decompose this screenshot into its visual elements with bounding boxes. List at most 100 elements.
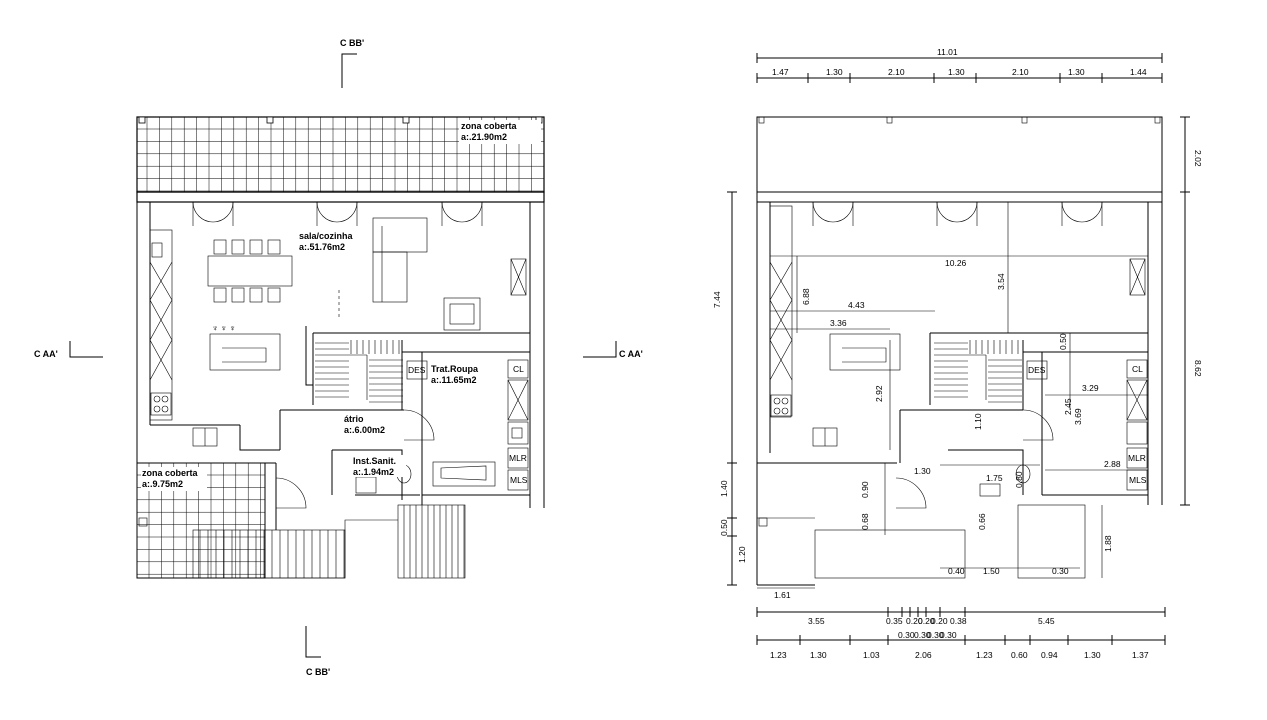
top-covered-zone: zona coberta a:.21.90m2 [136, 116, 545, 193]
dim-top-5: 1.30 [1068, 67, 1085, 77]
room-sala-area: a:.51.76m2 [299, 242, 345, 252]
dim-bottom2-3: 2.06 [915, 650, 932, 660]
label-mls-right: MLS [1129, 475, 1147, 485]
left-dimension-lines: 7.44 1.40 0.50 1.20 [712, 191, 747, 586]
dim-left-1: 1.40 [719, 480, 729, 497]
right-top-doors [812, 201, 1103, 509]
dim-top-3: 1.30 [948, 67, 965, 77]
dim-inner-2: 4.43 [848, 300, 865, 310]
dining-table [207, 239, 293, 303]
bottom-dimension-lines: 3.55 0.35 0.20 0.20 0.20 0.38 5.45 0.30 … [756, 607, 1166, 660]
dim-bottom1b-0: 0.30 [898, 630, 915, 640]
exterior-stairs [192, 504, 466, 579]
dim-left-0: 7.44 [712, 291, 722, 308]
label-mlr-right: MLR [1128, 453, 1146, 463]
dim-bottom2-5: 0.60 [1011, 650, 1028, 660]
dim-top-0: 1.47 [772, 67, 789, 77]
dim-top-2: 2.10 [888, 67, 905, 77]
zone-bottom-area: a:.9.75m2 [142, 479, 183, 489]
room-trat-area: a:.11.65m2 [431, 375, 477, 385]
room-atrio-name: átrio [344, 414, 364, 424]
dim-inner-7: 3.29 [1082, 383, 1099, 393]
room-inst-name: Inst.Sanit. [353, 456, 396, 466]
interior-dimension-lines: 10.26 3.54 4.43 3.36 6.88 2.92 0.50 3.29… [757, 202, 1148, 600]
dim-inner-4: 6.88 [801, 288, 811, 305]
dim-inner-16: 0.66 [977, 513, 987, 530]
dim-top-4: 2.10 [1012, 67, 1029, 77]
interior-doors [275, 409, 435, 509]
dim-bottom2-8: 1.37 [1132, 650, 1149, 660]
dim-bottom2-6: 0.94 [1041, 650, 1058, 660]
dim-inner-3: 3.36 [830, 318, 847, 328]
dim-bottom2-0: 1.23 [770, 650, 787, 660]
dim-inner-10: 1.10 [973, 413, 983, 430]
stairs-right [934, 340, 1022, 403]
label-mls-left: MLS [510, 475, 528, 485]
dim-bottom1-2: 0.20 [906, 616, 923, 626]
dim-inner-0: 10.26 [945, 258, 967, 268]
section-marker-aa-right: C AA' [583, 341, 643, 359]
dim-inner-15: 2.88 [1104, 459, 1121, 469]
right-cabinet [510, 258, 527, 296]
dim-inner-12: 1.75 [986, 473, 1003, 483]
dim-inner-20: 0.30 [1052, 566, 1069, 576]
dim-inner-9: 2.45 [1063, 398, 1073, 415]
dim-bottom2-2: 1.03 [863, 650, 880, 660]
dim-inner-17: 0.80 [1014, 471, 1024, 488]
interior-walls [239, 326, 530, 505]
right-dimensioned-plan: 11.01 1.47 1.30 2.10 1.30 2.10 1.30 1.44… [712, 47, 1203, 660]
dim-bottom1-3: 0.20 [918, 616, 935, 626]
room-labels: sala/cozinha a:.51.76m2 Trat.Roupa a:.11… [298, 230, 479, 477]
dim-inner-21: 1.88 [1103, 535, 1113, 552]
dim-bottom1b-1: 0.30 [914, 630, 931, 640]
label-cl-right: CL [1132, 364, 1143, 374]
armchair [443, 297, 481, 331]
dim-inner-8: 3.69 [1073, 408, 1083, 425]
section-label-bb-bottom: C BB' [306, 667, 330, 677]
section-label-aa-right: C AA' [619, 349, 643, 359]
section-marker-bb-top: C BB' [340, 38, 364, 88]
zone-top-area: a:.21.90m2 [461, 132, 507, 142]
dim-inner-19: 1.50 [983, 566, 1000, 576]
room-inst-area: a:.1.94m2 [353, 467, 394, 477]
dim-bottom1-1: 0.35 [886, 616, 903, 626]
section-label-bb-top: C BB' [340, 38, 364, 48]
label-des-left: DES [408, 365, 426, 375]
dim-right-1: 8.62 [1193, 360, 1203, 377]
room-trat-name: Trat.Roupa [431, 364, 479, 374]
dim-left-3: 1.20 [737, 546, 747, 563]
right-dimension-lines: 2.02 8.62 [1180, 116, 1203, 506]
dim-inner-11: 1.30 [914, 466, 931, 476]
dim-bottom2-1: 1.30 [810, 650, 827, 660]
sofa [372, 217, 428, 303]
left-floor-plan: C BB' C BB' C AA' C AA' zona coberta a:.… [34, 38, 643, 677]
zone-top-name: zona coberta [461, 121, 518, 131]
kitchen-counter-left [149, 229, 173, 421]
dim-left-2: 0.50 [719, 519, 729, 536]
dim-inner-22: 1.61 [774, 590, 791, 600]
top-doors [192, 201, 483, 226]
dim-bottom2-4: 1.23 [976, 650, 993, 660]
room-sala-name: sala/cozinha [299, 231, 354, 241]
dim-inner-18: 0.40 [948, 566, 965, 576]
dim-bottom1b-3: 0.30 [940, 630, 957, 640]
dim-inner-5: 2.92 [874, 385, 884, 402]
dim-bottom2-7: 1.30 [1084, 650, 1101, 660]
svg-text:♆ ♆ ♆: ♆ ♆ ♆ [212, 323, 236, 333]
dim-top-total: 11.01 [937, 47, 958, 57]
section-marker-aa-left: C AA' [34, 341, 103, 359]
kitchen-sink [192, 427, 218, 447]
section-label-aa-left: C AA' [34, 349, 58, 359]
right-laundry-fixtures: DES CL MLR MLS [979, 359, 1148, 497]
dim-top-1: 1.30 [826, 67, 843, 77]
right-exterior-stairs [757, 504, 1086, 579]
stairs-main [315, 340, 403, 403]
top-dimension-lines: 11.01 1.47 1.30 2.10 1.30 2.10 1.30 1.44 [756, 47, 1163, 83]
dim-inner-13: 0.90 [860, 481, 870, 498]
dim-right-0: 2.02 [1193, 150, 1203, 167]
dim-inner-1: 3.54 [996, 273, 1006, 290]
label-cl-left: CL [513, 364, 524, 374]
zone-bottom-name: zona coberta [142, 468, 199, 478]
dim-bottom1-0: 3.55 [808, 616, 825, 626]
